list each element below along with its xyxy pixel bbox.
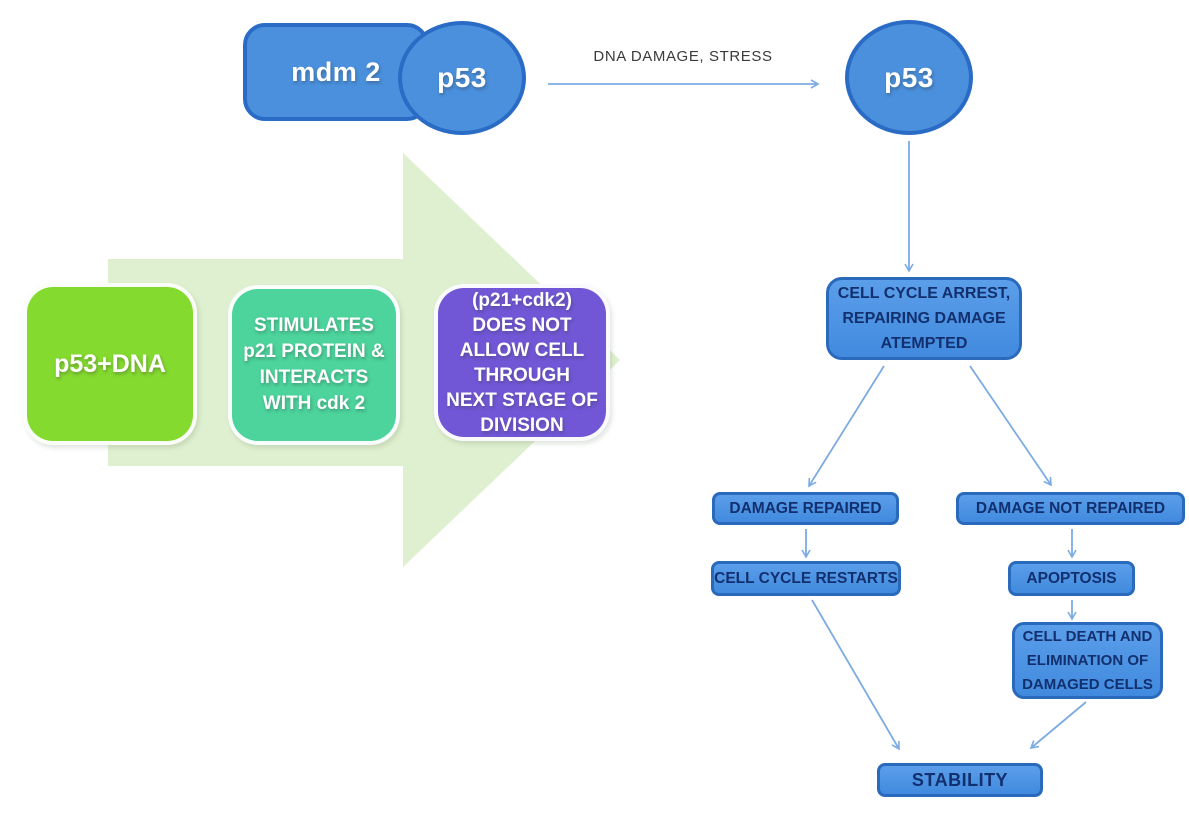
damage-not-repaired-label: DAMAGE NOT REPAIRED — [975, 499, 1166, 517]
mdm2-label: mdm 2 — [291, 56, 381, 87]
arrow-arrest-to-damage-repaired — [808, 365, 885, 488]
process-step1-label: p53+DNA — [54, 349, 166, 378]
stability-label: STABILITY — [911, 769, 1009, 790]
flow-node-damage-repaired: DAMAGE REPAIRED — [712, 492, 899, 525]
process-step-p21-cdk2-block: (p21+cdk2) DOES NOT ALLOW CELL THROUGH N… — [434, 284, 610, 441]
process-step-stimulates-p21: STIMULATES p21 PROTEIN & INTERACTS WITH … — [228, 285, 400, 445]
apoptosis-label: APOPTOSIS — [1026, 569, 1117, 587]
cell-death-label: CELL DEATH AND ELIMINATION OF DAMAGED CE… — [1022, 627, 1153, 693]
process-step-p53-dna: p53+DNA — [23, 283, 197, 445]
flow-node-cell-cycle-arrest: CELL CYCLE ARREST, REPAIRING DAMAGE ATEM… — [826, 277, 1022, 360]
arrow-restarts-to-stability — [811, 599, 900, 751]
process-step2-label: STIMULATES p21 PROTEIN & INTERACTS WITH … — [243, 315, 385, 414]
flow-node-cell-cycle-restarts: CELL CYCLE RESTARTS — [711, 561, 901, 596]
p53-bound-label: p53 — [437, 62, 487, 93]
flow-node-stability: STABILITY — [877, 763, 1043, 797]
p53-bound-node: p53 — [398, 21, 526, 135]
flow-node-damage-not-repaired: DAMAGE NOT REPAIRED — [956, 492, 1185, 525]
cell-cycle-restarts-label: CELL CYCLE RESTARTS — [714, 569, 898, 587]
flow-node-cell-death: CELL DEATH AND ELIMINATION OF DAMAGED CE… — [1012, 622, 1163, 699]
dna-damage-stress-label: DNA DAMAGE, STRESS — [593, 48, 773, 65]
cell-cycle-arrest-label: CELL CYCLE ARREST, REPAIRING DAMAGE ATEM… — [837, 285, 1011, 352]
arrow-cell-death-to-stability — [1029, 701, 1087, 750]
flow-node-apoptosis: APOPTOSIS — [1008, 561, 1135, 596]
process-step3-label: (p21+cdk2) DOES NOT ALLOW CELL THROUGH N… — [446, 289, 598, 436]
p53-free-node: p53 — [845, 20, 973, 135]
damage-repaired-label: DAMAGE REPAIRED — [729, 499, 882, 517]
p53-free-label: p53 — [884, 61, 934, 93]
arrow-arrest-to-damage-not-repaired — [969, 365, 1052, 487]
